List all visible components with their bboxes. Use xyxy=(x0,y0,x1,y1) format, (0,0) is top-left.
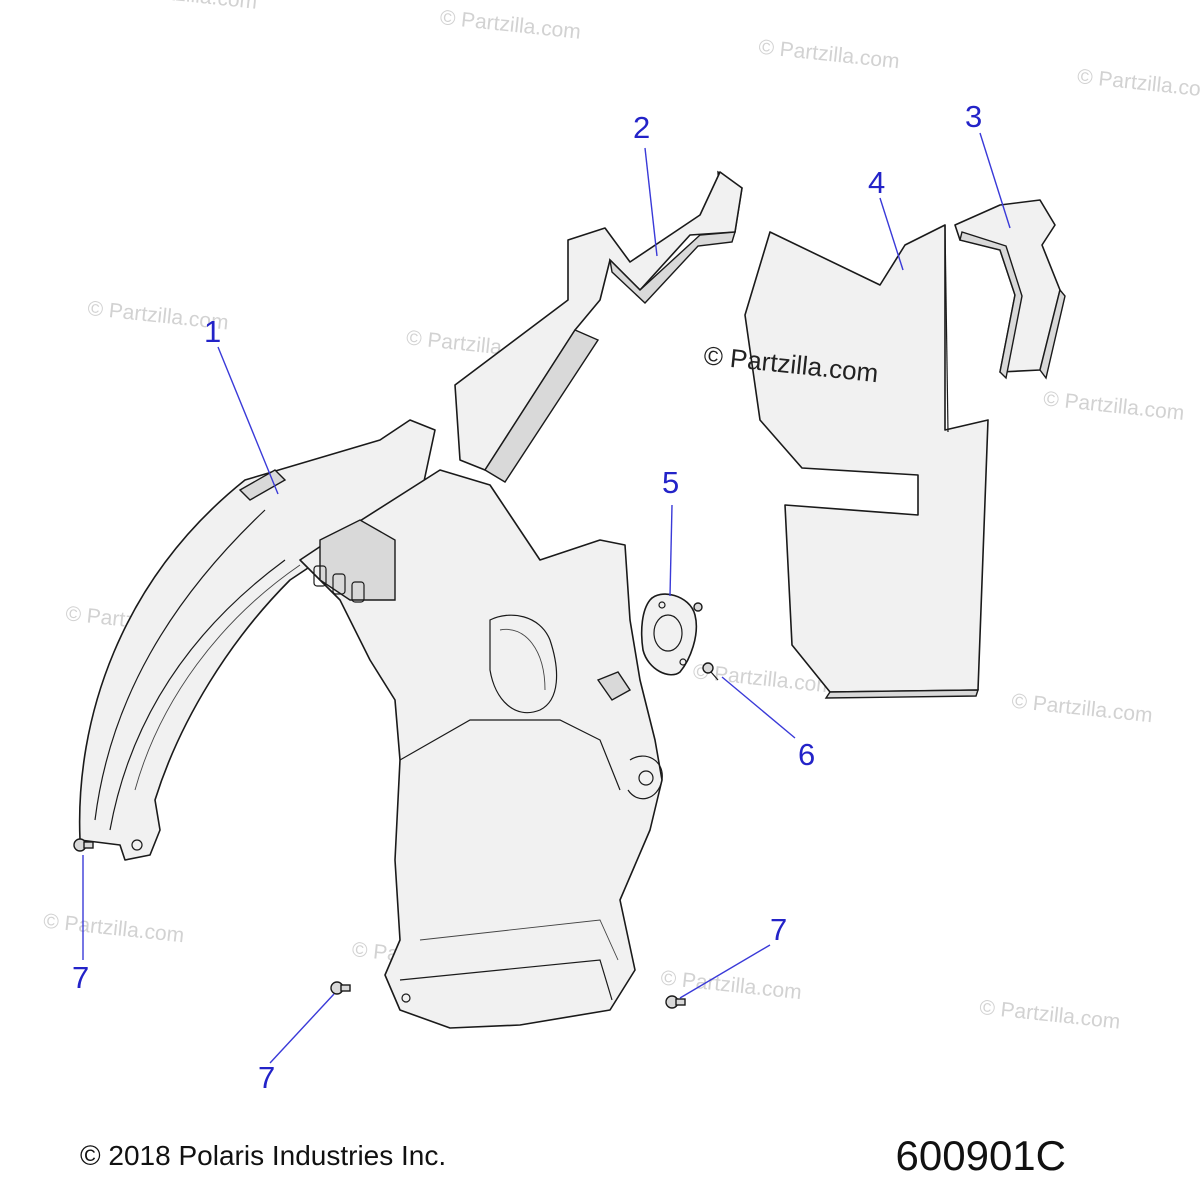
callout-7-right: 7 xyxy=(770,912,787,947)
part-4-flat-panel xyxy=(744,224,989,699)
watermark: © Partzilla.com xyxy=(42,910,185,948)
push-rivet-right xyxy=(665,995,686,1009)
callout-3: 3 xyxy=(965,99,982,134)
screw-6 xyxy=(702,662,719,681)
part-5-gasket xyxy=(640,593,698,676)
watermark: © Partzilla.com xyxy=(1076,65,1200,103)
callout-7-left: 7 xyxy=(72,960,89,995)
watermark: © Partzilla.com xyxy=(978,996,1121,1034)
callout-6: 6 xyxy=(798,737,815,772)
callout-4: 4 xyxy=(868,165,885,200)
part-3-bracket xyxy=(954,199,1066,380)
part-2-panel xyxy=(454,170,743,483)
diagram-number: 600901C xyxy=(895,1132,1066,1179)
push-rivet-left xyxy=(73,838,94,852)
callout-2: 2 xyxy=(633,110,650,145)
copyright-notice: © 2018 Polaris Industries Inc. xyxy=(80,1140,447,1171)
push-rivet-center xyxy=(330,981,351,995)
watermark: © Partzilla.com xyxy=(1042,387,1185,425)
main-shroud xyxy=(299,469,663,1029)
watermark: © Partzilla.com xyxy=(115,0,258,14)
screw-5-small xyxy=(693,602,703,612)
leader-lines xyxy=(82,132,1011,1064)
callout-5: 5 xyxy=(662,465,679,500)
callout-7-center: 7 xyxy=(258,1060,275,1095)
watermark: © Partzilla.com xyxy=(1010,690,1153,728)
watermark: © Partzilla.com xyxy=(757,36,900,74)
watermark: © Partzilla.com xyxy=(439,6,582,44)
callout-1: 1 xyxy=(204,314,221,349)
